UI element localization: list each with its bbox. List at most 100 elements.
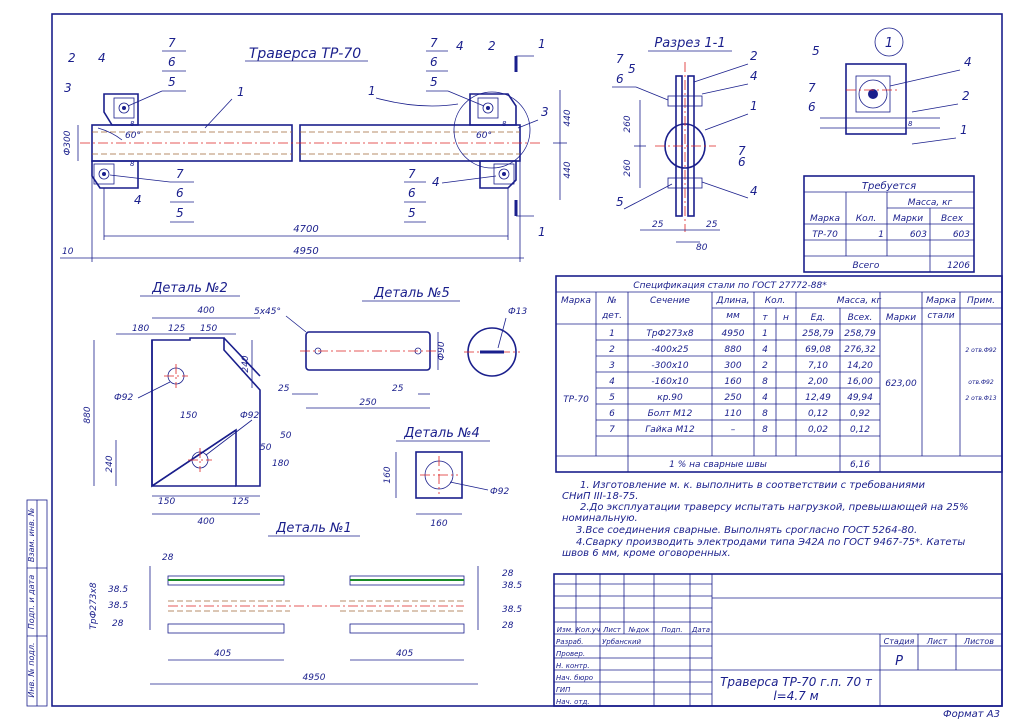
spec-row-1-num: 1 xyxy=(609,329,615,339)
callout-1: 1 xyxy=(237,85,245,99)
d2-125-top: 125 xyxy=(168,324,185,334)
required-col-marki: Марки xyxy=(893,214,923,224)
d4-160-v: 160 xyxy=(383,466,393,483)
callout-r8: 8 xyxy=(502,120,507,128)
spec-weld-mass: 6,16 xyxy=(850,460,870,470)
node-callout-6: 6 xyxy=(808,100,816,114)
spec-row-5-qty: 4 xyxy=(762,393,768,403)
d1-405b: 405 xyxy=(396,649,413,659)
d5-25b: 25 xyxy=(392,384,404,394)
node-circle xyxy=(453,91,531,169)
section-mark-top: 1 xyxy=(538,37,546,51)
spec-title: Спецификация стали по ГОСТ 27772-88* xyxy=(633,281,827,291)
tb-role-prover: Провер. xyxy=(556,650,585,658)
detail-5: Деталь №5 5х45° Ф90 25 25 250 Ф13 xyxy=(254,286,527,409)
callout-r4b: 4 xyxy=(432,175,440,189)
callout-r7: 7 xyxy=(430,36,438,50)
callout-7b: 7 xyxy=(176,167,184,181)
spec-h-note: Прим. xyxy=(967,296,995,306)
spec-row-5-ed: 12,49 xyxy=(805,393,831,403)
spec-mark-mass: 623,00 xyxy=(885,379,917,389)
callout-6b: 6 xyxy=(176,186,184,200)
spec-row-5-note: 2 отв.Ф13 xyxy=(965,395,996,402)
spec-row-2-all: 276,32 xyxy=(844,345,876,355)
d2-125-bottom: 125 xyxy=(232,497,249,507)
spec-row-1-sec: ТрФ273х8 xyxy=(646,329,693,339)
spec-weld-label: 1 % на сварные швы xyxy=(669,460,767,470)
sec-dim-260-bottom: 260 xyxy=(623,159,633,176)
tb-col-ndok: №док xyxy=(628,626,650,634)
d5-250: 250 xyxy=(359,398,376,408)
tb-sheets-label: Листов xyxy=(963,637,994,646)
note-3: 3.Все соединения сварные. Выполнять срог… xyxy=(576,525,917,536)
d2-50a: 50 xyxy=(260,443,272,453)
required-row-marki: 603 xyxy=(910,230,927,240)
spec-row-1-len: 4950 xyxy=(722,329,745,339)
spec-row-7-qty: 8 xyxy=(762,425,768,435)
spec-row-6-qty: 8 xyxy=(762,409,768,419)
spec-row-4-len: 160 xyxy=(724,377,741,387)
required-col-mark: Марка xyxy=(810,214,840,224)
title-block: Изм. Кол.уч Лист №док Подп. Дата Разраб.… xyxy=(553,573,1003,707)
spec-h-marka: Марка xyxy=(561,296,591,306)
spec-h-ed: Ед. xyxy=(811,313,826,323)
spec-h-t: т xyxy=(762,313,768,323)
callout-5b: 5 xyxy=(176,206,184,220)
required-table: Требуется Масса, кг Марка Кол. Марки Все… xyxy=(803,175,975,273)
tb-stage: Р xyxy=(895,654,903,669)
note-2a: 2.До эксплуатации траверсу испытать нагр… xyxy=(580,502,969,513)
callout-7: 7 xyxy=(168,36,176,50)
detail-1: Деталь №1 28 38.5 38.5 28 ТрФ273х8 28 38… xyxy=(89,521,522,685)
format-label: Формат А3 xyxy=(943,709,1000,720)
d2-180b: 180 xyxy=(272,459,289,469)
spec-row-1-qty: 1 xyxy=(762,329,768,339)
callout-8b: 8 xyxy=(130,160,135,168)
spec-h-mm: мм xyxy=(726,311,740,321)
required-col-qty: Кол. xyxy=(856,214,877,224)
sec-dim-25b: 25 xyxy=(706,220,718,230)
required-total-label: Всего xyxy=(853,261,880,271)
note-4a: 4.Сварку производить электродами типа Э4… xyxy=(576,537,965,548)
sec-callout-5: 5 xyxy=(628,62,636,76)
section-title: Разрез 1-1 xyxy=(654,36,725,51)
side-label-3: Инв. № подл. xyxy=(27,642,36,697)
spec-h-n: н xyxy=(783,313,789,323)
d1-28-right: 28 xyxy=(502,569,514,579)
detail-4: Деталь №4 160 160 Ф92 xyxy=(383,426,509,529)
tb-name-1: Траверса ТР-70 г.п. 70 т xyxy=(720,675,873,689)
tb-col-izm: Изм. xyxy=(557,626,573,634)
note-1b: СНиП III-18-75. xyxy=(562,491,638,502)
main-view: Траверса ТР-70 60° 60° 2 4 3 xyxy=(60,36,573,262)
node-marker: 1 xyxy=(885,36,893,51)
spec-row-6-num: 6 xyxy=(609,409,615,419)
spec-h-marki: Марки xyxy=(886,313,916,323)
callout-3: 3 xyxy=(64,81,72,95)
sec-callout-2: 2 xyxy=(750,49,758,63)
sec-callout-4: 4 xyxy=(750,69,758,83)
d5-chamfer: 5х45° xyxy=(254,307,281,317)
callout-2: 2 xyxy=(68,51,76,65)
spec-row-7-ed: 0,02 xyxy=(808,425,828,435)
callout-r5: 5 xyxy=(430,75,438,89)
callout-r2: 2 xyxy=(488,39,496,53)
spec-row-4-qty: 8 xyxy=(762,377,768,387)
angle-right: 60° xyxy=(476,131,492,141)
d1-28-right2: 28 xyxy=(502,621,514,631)
note-4b: швов 6 мм, кроме оговоренных. xyxy=(562,548,731,559)
spec-row-2-note: 2 отв.Ф92 xyxy=(965,347,996,354)
tb-sheet-label: Лист xyxy=(926,637,948,646)
callout-r1: 1 xyxy=(368,84,376,98)
node-callout-5: 5 xyxy=(812,44,820,58)
dim-300: Ф300 xyxy=(63,130,73,155)
detail-2: Деталь №2 400 180 125 150 880 240 240 Ф9… xyxy=(83,281,292,527)
dim-440-top: 440 xyxy=(563,109,573,126)
sec-callout-7: 7 xyxy=(616,52,624,66)
spec-row-3-all: 14,20 xyxy=(847,361,873,371)
spec-row-6-ed: 0,12 xyxy=(808,409,828,419)
d2-150-top: 150 xyxy=(200,324,217,334)
tb-col-podp: Подп. xyxy=(661,626,682,634)
dim-10: 10 xyxy=(62,247,74,257)
spec-row-6-len: 110 xyxy=(724,409,741,419)
d1-385c: 38.5 xyxy=(502,581,522,591)
